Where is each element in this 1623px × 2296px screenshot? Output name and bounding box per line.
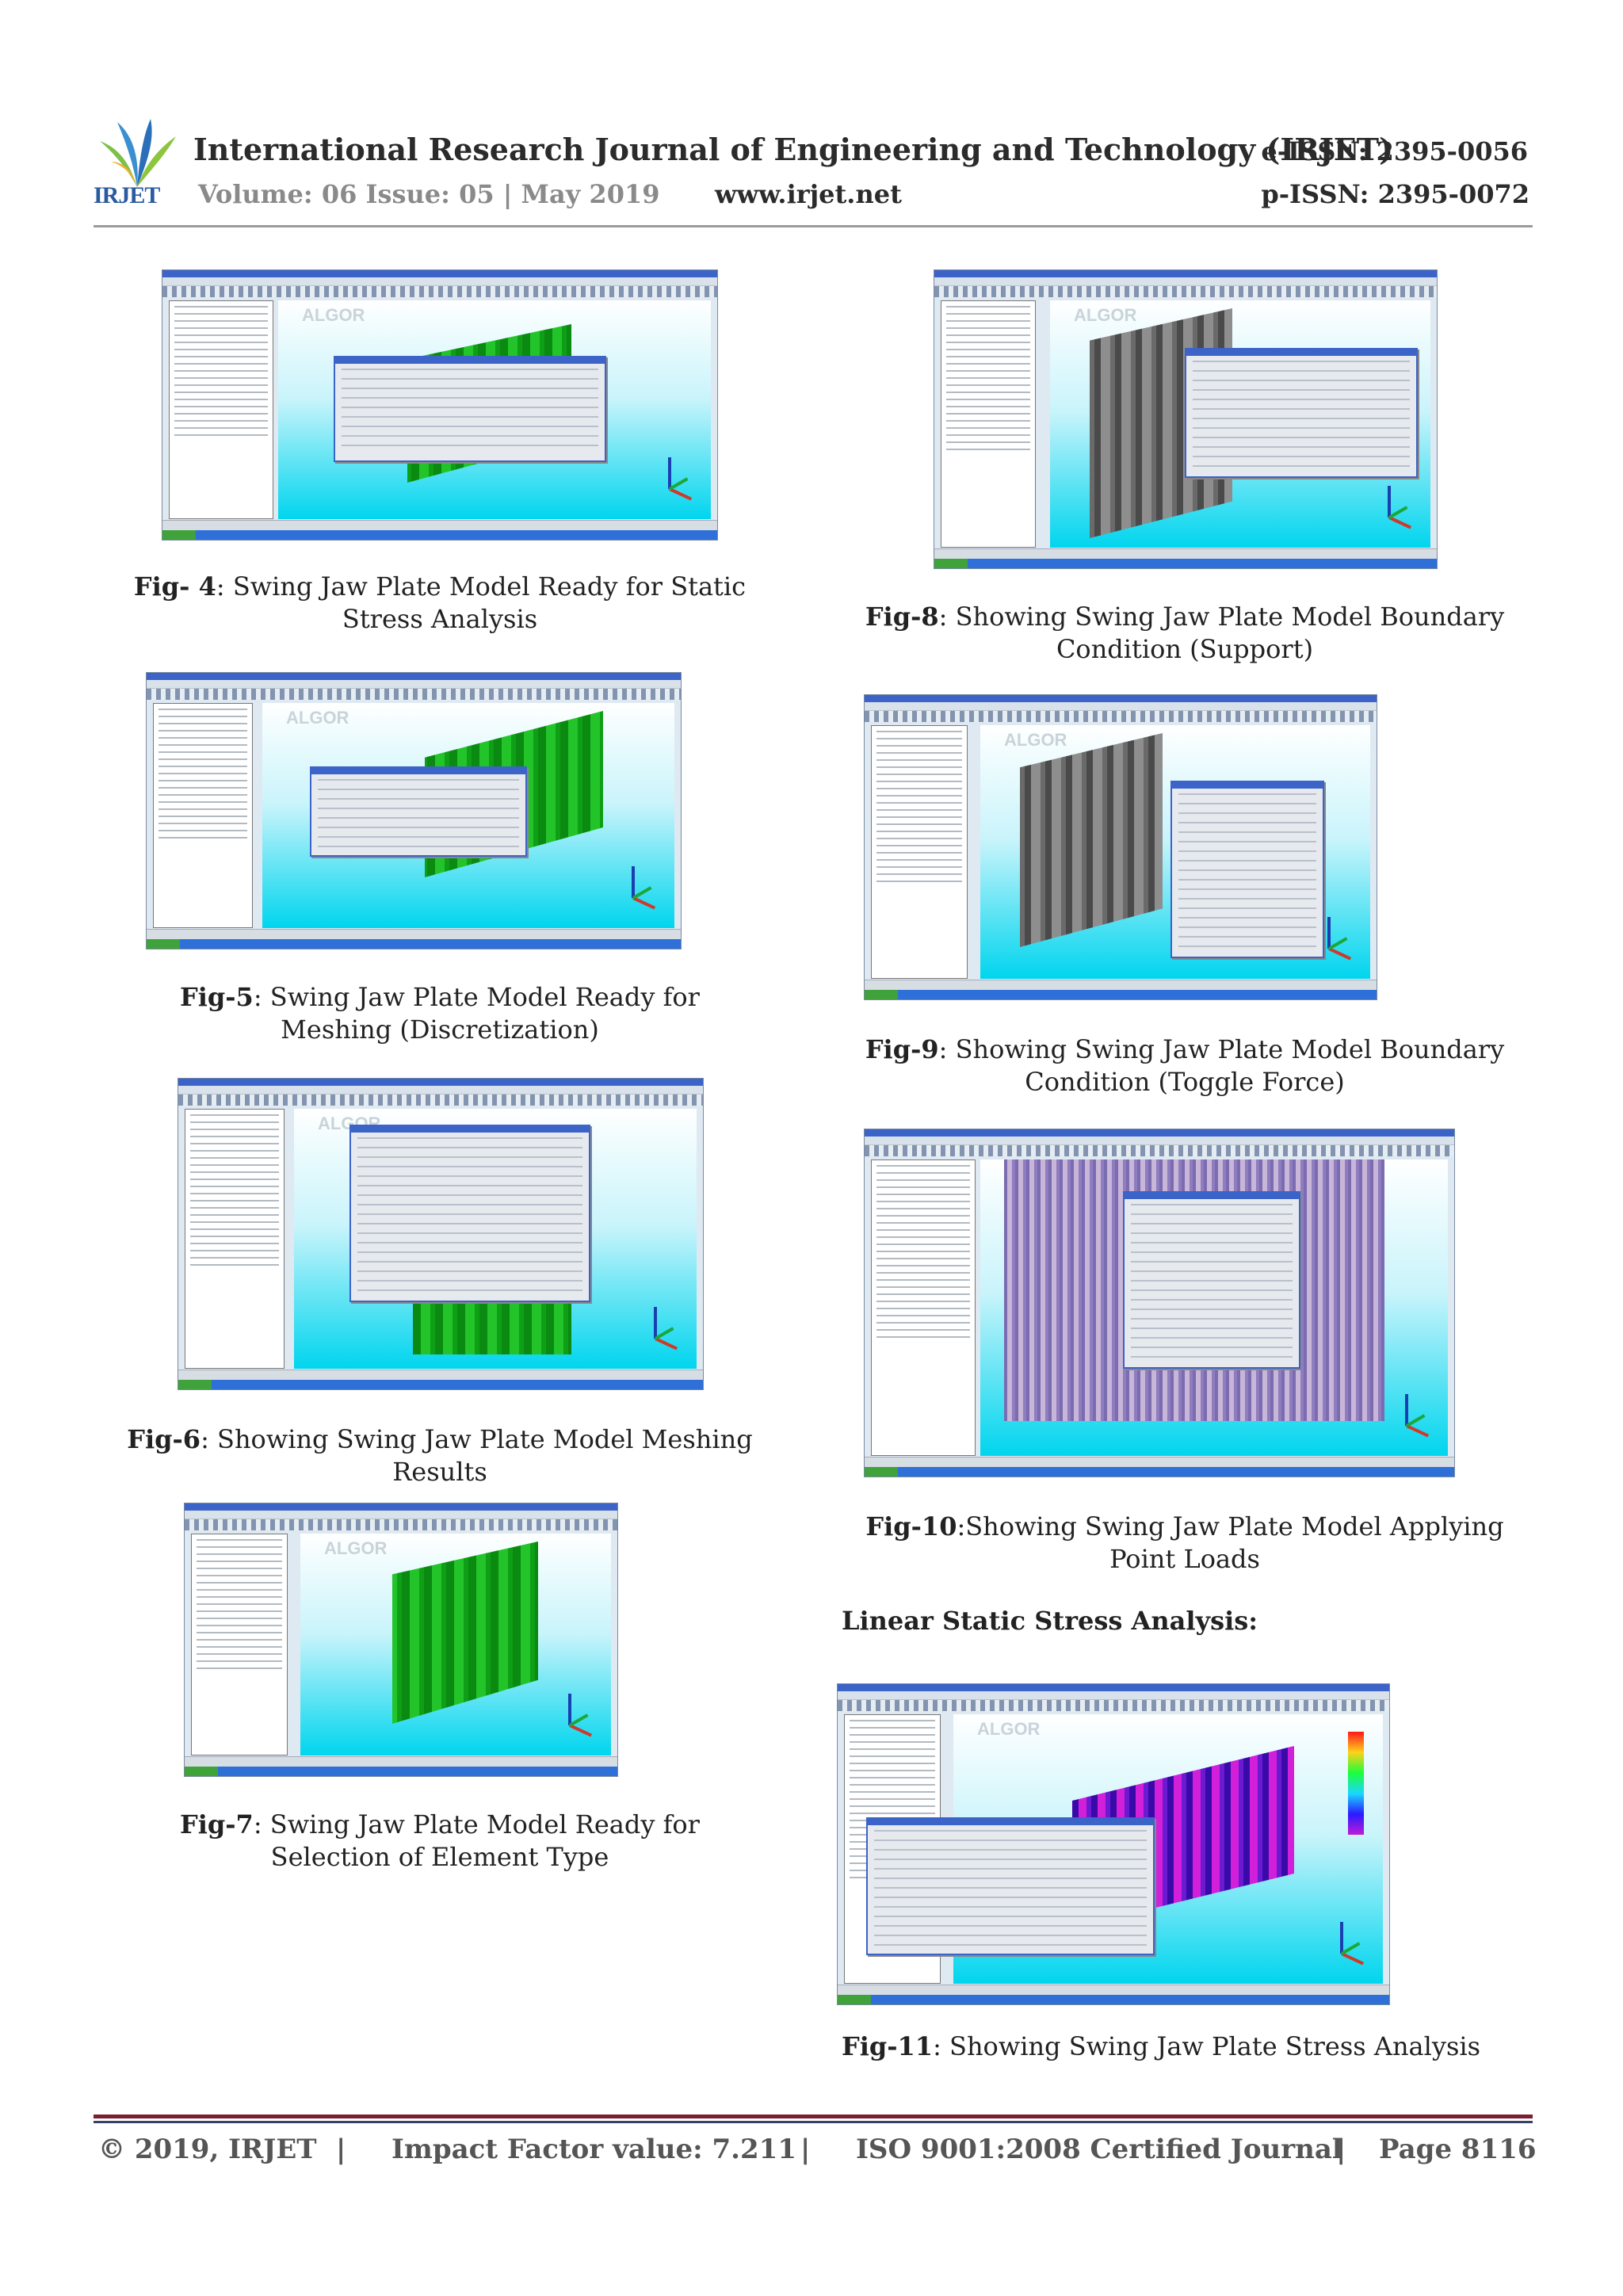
figure-4-screenshot: ALGOR bbox=[162, 269, 718, 541]
figure-4-caption: Fig- 4: Swing Jaw Plate Model Ready for … bbox=[133, 571, 747, 634]
axis-triad-icon bbox=[562, 1694, 594, 1738]
meshing-results-dialog bbox=[349, 1125, 590, 1302]
axis-triad-icon bbox=[662, 457, 693, 502]
section-heading: Linear Static Stress Analysis: bbox=[842, 1606, 1258, 1636]
figure-7-screenshot: ALGOR bbox=[184, 1503, 618, 1777]
footer-page-number: Page 8116 bbox=[1379, 2134, 1537, 2165]
footer-separator: | bbox=[1336, 2134, 1346, 2165]
meshing-dialog bbox=[310, 766, 527, 857]
algor-watermark: ALGOR bbox=[977, 1719, 1041, 1739]
algor-watermark: ALGOR bbox=[1074, 305, 1137, 325]
analysis-dialog bbox=[334, 356, 606, 462]
footer-impact-factor: Impact Factor value: 7.211 bbox=[391, 2134, 796, 2165]
point-loads-dialog bbox=[1123, 1191, 1300, 1369]
algor-watermark: ALGOR bbox=[286, 708, 349, 728]
figure-5-caption: Fig-5: Swing Jaw Plate Model Ready for M… bbox=[180, 982, 700, 1045]
figure-9-caption: Fig-9: Showing Swing Jaw Plate Model Bou… bbox=[865, 1034, 1505, 1097]
figure-10-screenshot: ALGOR bbox=[864, 1129, 1455, 1477]
jaw-plate-model bbox=[1020, 733, 1163, 947]
boundary-condition-dialog bbox=[1185, 348, 1418, 478]
toggle-force-dialog bbox=[1170, 781, 1324, 958]
figure-7-caption: Fig-7: Swing Jaw Plate Model Ready for S… bbox=[180, 1809, 700, 1872]
footer-divider bbox=[94, 2115, 1533, 2118]
eissn: e-ISSN: 2395-0056 bbox=[1261, 136, 1528, 166]
figure-11-screenshot: ALGOR bbox=[837, 1683, 1390, 2005]
header-divider bbox=[94, 225, 1533, 227]
algor-watermark: ALGOR bbox=[1004, 730, 1067, 750]
axis-triad-icon bbox=[1399, 1394, 1430, 1438]
journal-website-link[interactable]: www.irjet.net bbox=[715, 179, 902, 209]
analysis-log-dialog bbox=[866, 1817, 1155, 1955]
logo-wordmark: IRJET bbox=[94, 182, 160, 208]
footer-iso: ISO 9001:2008 Certified Journal bbox=[856, 2134, 1342, 2165]
journal-title: International Research Journal of Engine… bbox=[193, 132, 1393, 167]
algor-watermark: ALGOR bbox=[302, 305, 365, 325]
stress-legend bbox=[1348, 1732, 1364, 1835]
figure-9-screenshot: ALGOR bbox=[864, 694, 1377, 1000]
figure-8-caption: Fig-8: Showing Swing Jaw Plate Model Bou… bbox=[865, 602, 1505, 664]
jaw-plate-model bbox=[392, 1541, 538, 1724]
axis-triad-icon bbox=[1381, 486, 1413, 530]
algor-watermark: ALGOR bbox=[324, 1538, 388, 1558]
axis-triad-icon bbox=[625, 866, 657, 911]
axis-triad-icon bbox=[1321, 917, 1353, 961]
footer-separator: | bbox=[336, 2134, 346, 2165]
figure-5-screenshot: ALGOR bbox=[146, 672, 682, 949]
axis-triad-icon bbox=[647, 1307, 679, 1351]
leaf-logo-icon bbox=[100, 119, 176, 187]
irjet-logo bbox=[94, 117, 181, 212]
figure-8-screenshot: ALGOR bbox=[934, 269, 1438, 569]
figure-11-caption: Fig-11: Showing Swing Jaw Plate Stress A… bbox=[842, 2031, 1481, 2061]
footer-divider-secondary bbox=[94, 2121, 1533, 2123]
figure-10-caption: Fig-10:Showing Swing Jaw Plate Model App… bbox=[865, 1511, 1504, 1574]
volume-issue: Volume: 06 Issue: 05 | May 2019 bbox=[198, 179, 660, 209]
figure-6-screenshot: ALGOR bbox=[178, 1078, 704, 1390]
footer-separator: | bbox=[800, 2134, 811, 2165]
footer-copyright: © 2019, IRJET bbox=[98, 2134, 317, 2165]
figure-6-caption: Fig-6: Showing Swing Jaw Plate Model Mes… bbox=[127, 1424, 753, 1487]
pissn: p-ISSN: 2395-0072 bbox=[1261, 179, 1529, 209]
axis-triad-icon bbox=[1334, 1922, 1365, 1966]
